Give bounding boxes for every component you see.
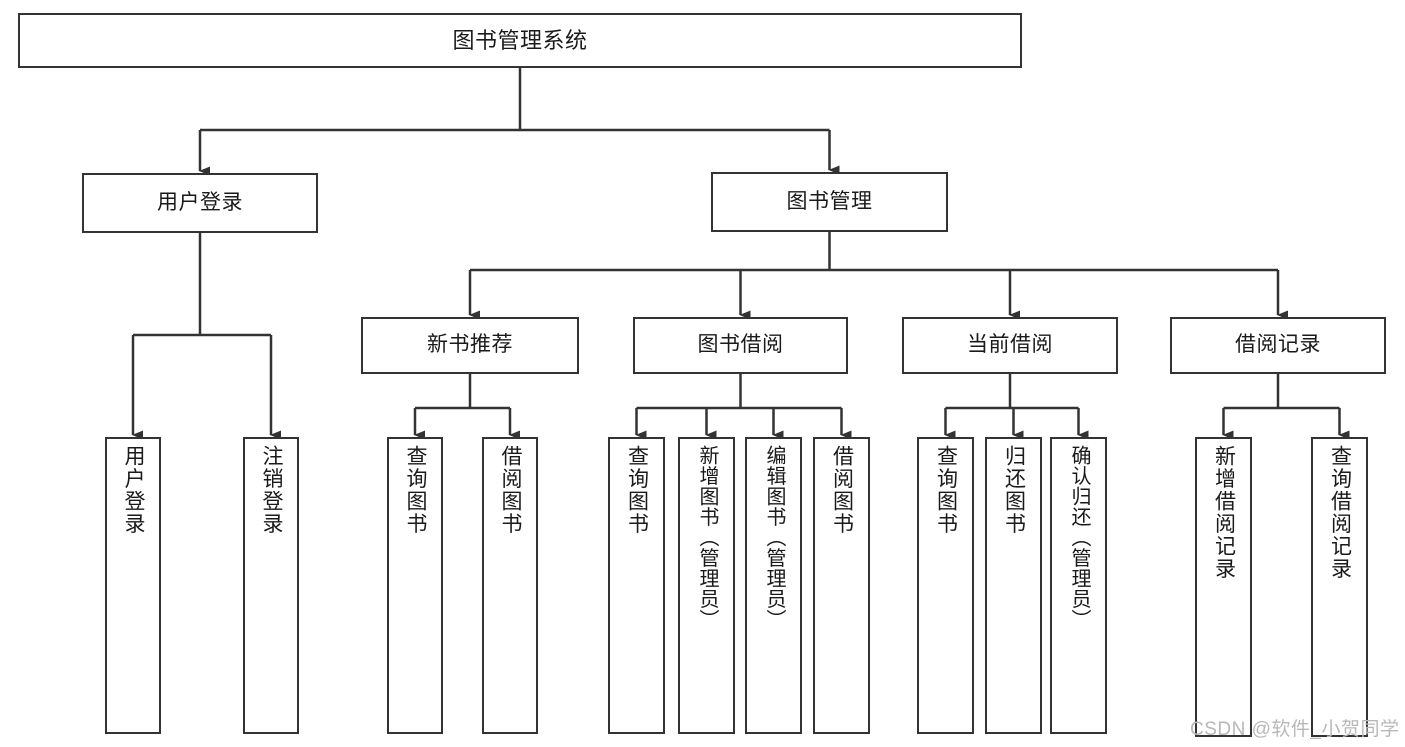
node-l1[interactable]: 用户登录 bbox=[105, 437, 161, 734]
node-login[interactable]: 用户登录 bbox=[82, 173, 318, 233]
node-label: 新增借阅记录 bbox=[1212, 445, 1236, 580]
node-label: 图书借阅 bbox=[697, 333, 784, 357]
node-label: 图书管理系统 bbox=[452, 27, 588, 53]
node-current[interactable]: 当前借阅 bbox=[902, 317, 1118, 374]
node-label: 当前借阅 bbox=[967, 333, 1053, 357]
node-l9[interactable]: 查询图书 bbox=[917, 437, 974, 734]
node-label: 查询图书 bbox=[625, 445, 649, 535]
node-borrow[interactable]: 图书借阅 bbox=[633, 317, 848, 374]
node-label: 借阅图书 bbox=[830, 445, 854, 535]
node-bookmgmt[interactable]: 图书管理 bbox=[711, 172, 948, 232]
node-l5[interactable]: 查询图书 bbox=[608, 437, 665, 734]
node-label: 查询图书 bbox=[934, 445, 958, 535]
node-label: 归还图书 bbox=[1002, 445, 1026, 535]
node-records[interactable]: 借阅记录 bbox=[1170, 317, 1386, 374]
node-root[interactable]: 图书管理系统 bbox=[18, 13, 1022, 68]
node-l6[interactable]: 新增图书（管理员） bbox=[678, 437, 735, 734]
node-l3[interactable]: 查询图书 bbox=[387, 437, 443, 734]
node-label: 借阅图书 bbox=[499, 445, 523, 535]
watermark: CSDN @软件_小贺同学 bbox=[1190, 719, 1400, 740]
node-l10[interactable]: 归还图书 bbox=[985, 437, 1042, 734]
node-label: 注销登录 bbox=[260, 445, 284, 535]
node-label: 图书管理 bbox=[786, 189, 873, 213]
node-l4[interactable]: 借阅图书 bbox=[482, 437, 538, 734]
node-l8[interactable]: 借阅图书 bbox=[813, 437, 870, 734]
node-l12[interactable]: 新增借阅记录 bbox=[1195, 437, 1252, 737]
node-l2[interactable]: 注销登录 bbox=[243, 437, 299, 734]
node-l7[interactable]: 编辑图书（管理员） bbox=[745, 437, 802, 734]
node-label: 新书推荐 bbox=[427, 333, 513, 357]
node-label: 借阅记录 bbox=[1235, 333, 1321, 357]
node-label: 用户登录 bbox=[122, 445, 146, 535]
node-label: 用户登录 bbox=[157, 190, 243, 214]
node-label: 确认归还（管理员） bbox=[1068, 445, 1090, 630]
node-l11[interactable]: 确认归还（管理员） bbox=[1050, 437, 1107, 734]
node-l13[interactable]: 查询借阅记录 bbox=[1311, 437, 1368, 737]
node-label: 查询图书 bbox=[404, 445, 428, 535]
node-label: 查询借阅记录 bbox=[1328, 445, 1352, 580]
node-label: 编辑图书（管理员） bbox=[763, 445, 785, 630]
node-newbook[interactable]: 新书推荐 bbox=[361, 317, 579, 374]
node-label: 新增图书（管理员） bbox=[696, 445, 718, 630]
